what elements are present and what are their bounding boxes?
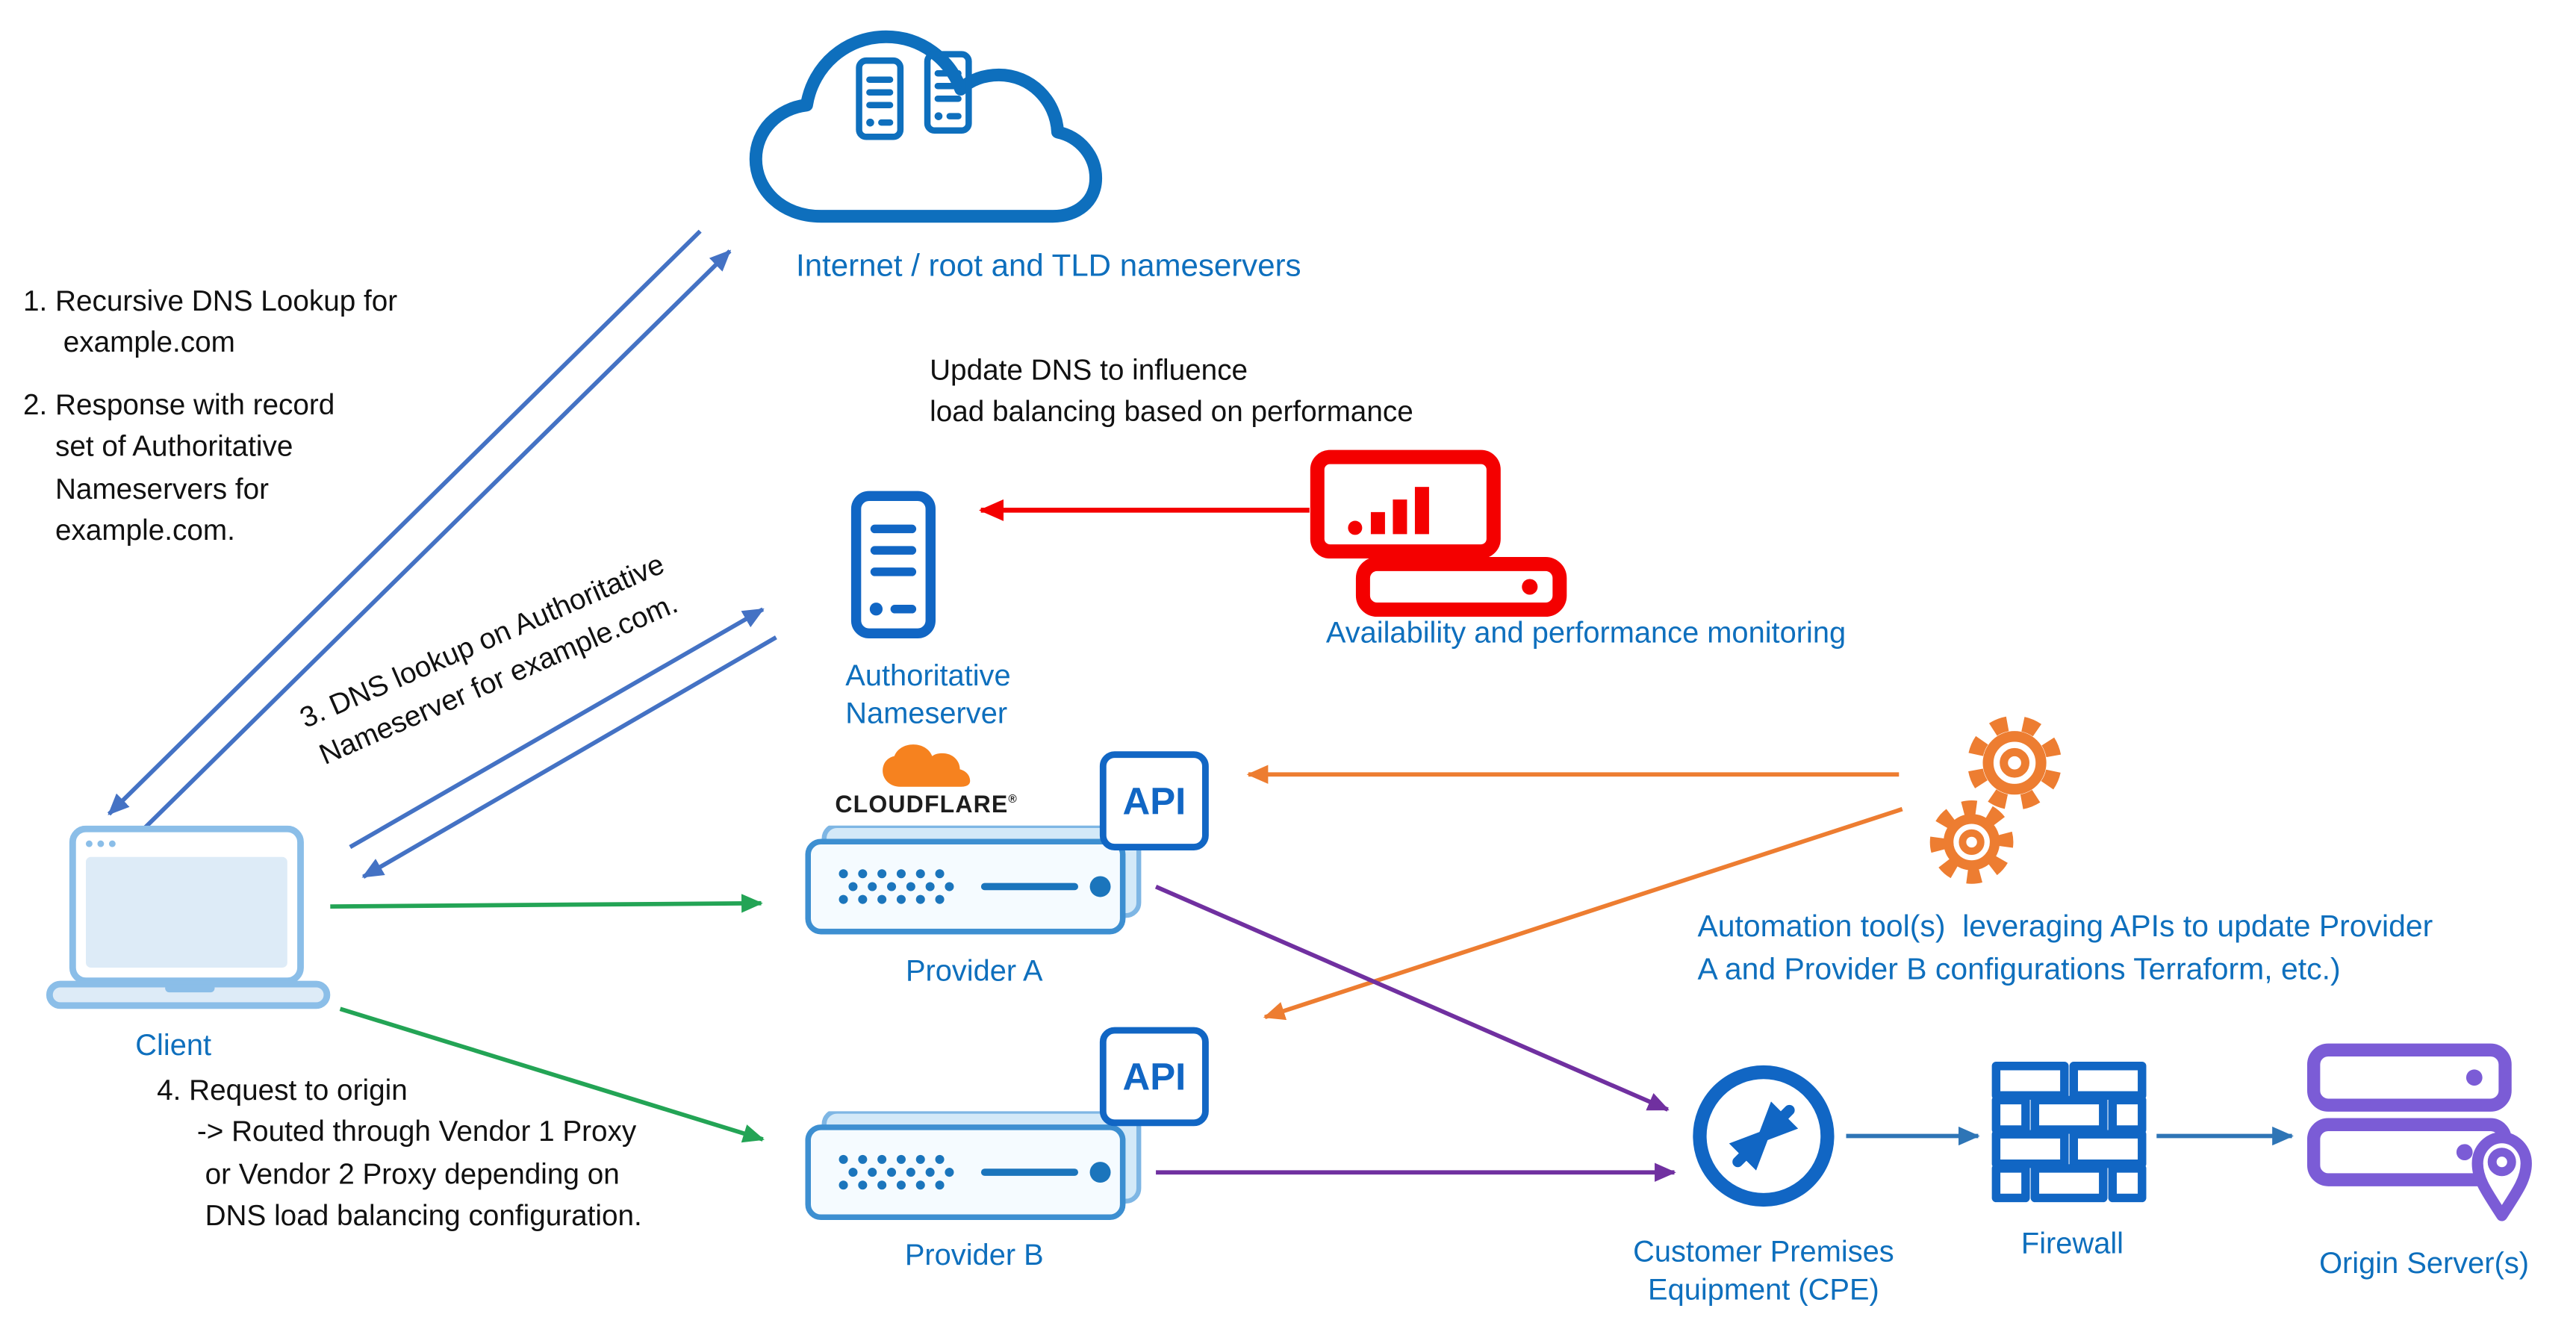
provider-a-api-box: API (1099, 751, 1209, 850)
note-step1: 1. Recursive DNS Lookup for example.com (22, 284, 398, 359)
provider-b-label: Provider B (904, 1238, 1044, 1272)
provider-b-api-box: API (1099, 1027, 1209, 1127)
provider-a-api-label: API (1122, 778, 1186, 822)
note-step2: 2. Response with record set of Authorita… (22, 388, 335, 547)
authoritative-nameserver-label: Authoritative Nameserver (845, 659, 1011, 731)
monitoring-icon (1310, 449, 1577, 618)
automation-text: Automation tool(s) leveraging APIs to up… (1697, 908, 2433, 986)
internet-label: Internet / root and TLD nameservers (796, 249, 1301, 284)
provider-b-appliance-icon (803, 1111, 1145, 1227)
monitoring-label: Availability and performance monitoring (1325, 615, 1847, 650)
authoritative-nameserver-icon (850, 489, 936, 641)
note-step3: 3. DNS lookup on Authoritative Nameserve… (294, 547, 682, 771)
server-icon (856, 57, 904, 140)
cloudflare-cloud-icon (883, 744, 971, 787)
server-icon (924, 51, 972, 134)
note-step4: 4. Request to origin -> Routed through V… (157, 1073, 642, 1233)
cpe-label: Customer Premises Equipment (CPE) (1633, 1235, 1894, 1307)
client-laptop-icon (46, 825, 334, 1011)
cpe-icon (1687, 1060, 1839, 1212)
update-dns-text: Update DNS to influence load balancing b… (930, 353, 1413, 429)
provider-a-label: Provider A (905, 954, 1043, 988)
cloudflare-brand-text: CLOUDFLARE (835, 792, 1009, 819)
internet-cloud-icon (720, 7, 1103, 258)
automation-gears-icon (1912, 710, 2077, 895)
firewall-label: Firewall (2020, 1227, 2124, 1260)
client-label: Client (135, 1028, 212, 1062)
arrow-provider-a-to-cpe (1154, 884, 1670, 1112)
provider-b-api-label: API (1122, 1054, 1186, 1098)
provider-a-appliance-icon (803, 825, 1145, 941)
firewall-icon (1991, 1059, 2147, 1207)
registered-mark: ® (1008, 794, 1018, 806)
cloudflare-logo: CLOUDFLARE® (819, 743, 1034, 819)
origin-servers-icon (2305, 1040, 2533, 1225)
origin-servers-label: Origin Server(s) (2319, 1246, 2530, 1280)
arrow-client-to-provider-a (330, 894, 763, 913)
